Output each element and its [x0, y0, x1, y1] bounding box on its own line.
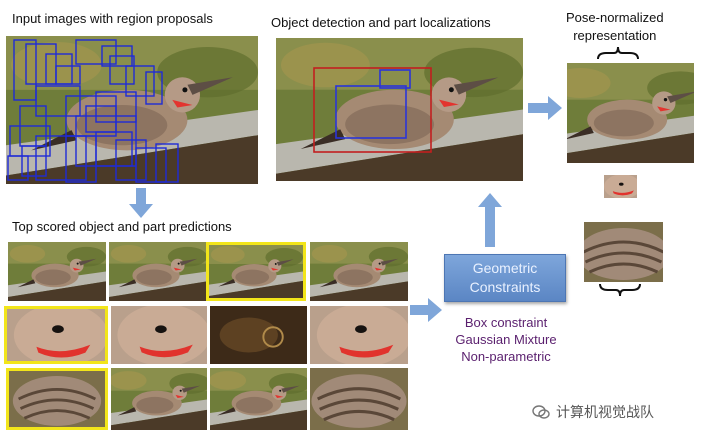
pose-normalized-label: Pose-normalized representation	[566, 10, 664, 43]
top-scored-label: Top scored object and part predictions	[12, 219, 232, 234]
prediction-body-1	[6, 368, 108, 430]
prediction-object-2	[109, 242, 207, 301]
pose-normalized-whole	[567, 63, 694, 163]
constraint-type-item: Box constraint	[464, 315, 548, 330]
down-arrow-icon	[129, 188, 153, 218]
right-arrow-icon	[410, 298, 442, 322]
watermark-text: 计算机视觉战队	[556, 404, 654, 420]
constraint-type-item: Gaussian Mixture	[455, 332, 557, 347]
brace-bottom-icon	[599, 283, 641, 297]
object-detection-label: Object detection and part localizations	[271, 15, 491, 30]
input-images-label: Input images with region proposals	[12, 11, 213, 26]
up-arrow-icon	[478, 193, 502, 247]
prediction-head-1	[4, 306, 108, 364]
input-image-proposals	[6, 36, 258, 184]
prediction-head-3	[210, 306, 307, 364]
geometric-constraints-box: Geometric Constraints	[444, 254, 566, 302]
geometric-constraints-line2: Constraints	[469, 279, 541, 295]
region-proposal-boxes	[7, 39, 179, 183]
prediction-head-4	[310, 306, 408, 364]
prediction-object-1	[8, 242, 106, 301]
prediction-body-4	[310, 368, 408, 430]
prediction-object-3	[206, 242, 306, 301]
object-detection-image	[276, 38, 523, 181]
constraint-type-item: Non-parametric	[461, 349, 551, 364]
prediction-object-4	[310, 242, 408, 301]
prediction-body-2	[111, 368, 207, 430]
constraint-types-list: Box constraint Gaussian Mixture Non-para…	[432, 314, 580, 365]
right-arrow-icon	[528, 96, 562, 120]
watermark: 计算机视觉战队	[532, 402, 654, 422]
wechat-icon	[532, 405, 550, 419]
geometric-constraints-line1: Geometric	[472, 260, 538, 276]
brace-top-icon	[597, 46, 639, 60]
detection-boxes	[313, 67, 432, 153]
pose-normalized-body	[584, 222, 663, 282]
pose-normalized-head	[604, 175, 637, 198]
prediction-head-2	[111, 306, 207, 364]
prediction-body-3	[210, 368, 307, 430]
